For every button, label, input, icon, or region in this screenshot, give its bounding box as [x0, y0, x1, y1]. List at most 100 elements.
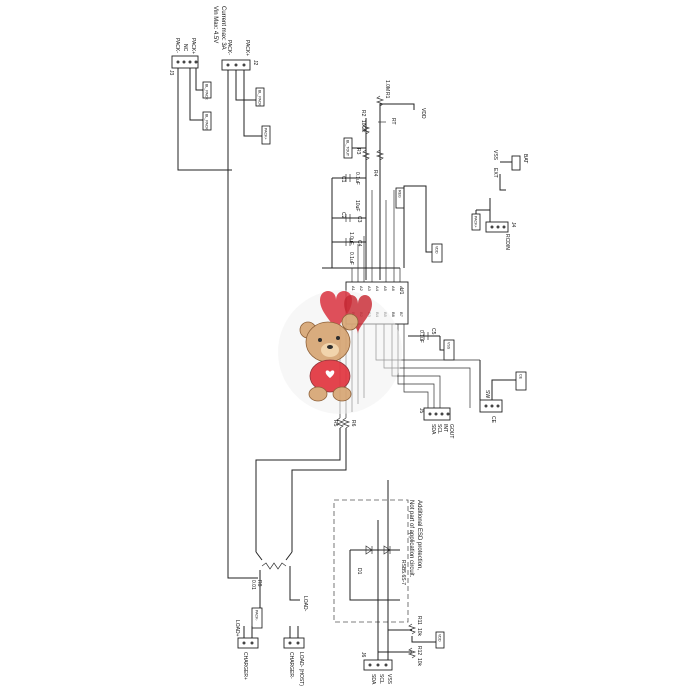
switch-sw: SW CE: [479, 390, 503, 424]
c5-label: C5: [430, 328, 436, 335]
vdd-tag: [431, 243, 443, 263]
j6-pin-label: SCL: [378, 674, 384, 684]
c2-label: C2: [340, 212, 346, 219]
vdd-tag-bottom: [435, 631, 445, 649]
ic-pin-label: B7: [399, 312, 404, 318]
vdd-tag-text: VDD: [435, 246, 439, 254]
ic-pin-label: A1: [351, 286, 356, 292]
bl-pack-tag-2: [255, 87, 265, 107]
rt-label: RT: [390, 118, 396, 125]
ic-pin-label: A4: [375, 286, 380, 292]
vdd-tag-bottom-text: VDD: [438, 634, 442, 642]
j8-pin-label: LOAD+: [234, 620, 240, 637]
ic-pin-label: A2: [359, 286, 364, 292]
connector-j9: CHARGER- LOAD- (HOST): [283, 637, 305, 686]
bl-pack-tag: [202, 81, 212, 99]
j5-pin-label: SCL: [436, 424, 442, 434]
c1-value: 0.1uF: [354, 172, 360, 185]
r8-label: R8: [256, 580, 262, 587]
j5-pin-label: GOUT: [448, 424, 454, 438]
r1-value: 1.0M: [384, 80, 390, 91]
j4-ref: J4: [510, 222, 516, 228]
bat-body: [511, 155, 521, 171]
r6-label: R6: [350, 420, 356, 427]
r2-value: 10.2k: [360, 120, 366, 133]
vdd-label: VDD: [420, 108, 426, 119]
c3-label: C3: [356, 216, 362, 223]
d1-label: D1: [356, 568, 362, 575]
j6-pin-label: VSS: [386, 674, 392, 685]
ext-label: EXT: [492, 168, 498, 178]
ic-pin-label: B6: [391, 312, 396, 318]
connector-j5: SDA SCL INT GOUT J5: [418, 407, 454, 438]
esd-note-line1: Additional ESD protection,: [416, 500, 422, 570]
current-max-text: Current max: 3A: [220, 6, 226, 50]
ic-pin-label: A5: [383, 286, 388, 292]
r3-label: R3: [355, 148, 361, 155]
sw-label: SW: [484, 390, 490, 398]
j2-pin-label: PACK-: [226, 40, 232, 55]
pack-plus-tag-text: PACK+: [264, 128, 268, 140]
vss-tag-text: VSS: [447, 342, 451, 350]
bat-label: BAT: [522, 154, 528, 163]
j3-pin-label: PACK+: [190, 38, 196, 54]
ce-label: CE: [490, 416, 496, 424]
esd-note-line2: Not part of application circuit.: [408, 500, 414, 578]
teddy-bear-heart-balloon-icon: [278, 290, 402, 414]
j3-pin-label: NC: [182, 44, 188, 52]
j9-pin-label: CHARGER-: [288, 652, 294, 679]
ce-tag-text: CE: [519, 374, 523, 380]
j6-pin-label: SDA: [370, 674, 376, 685]
j5-ref: J5: [418, 408, 424, 414]
vin-max-text: Vin Max: 4.5V: [212, 6, 218, 43]
connector-j8: LOAD+ CHARGER+: [234, 620, 259, 680]
connector-j3: PACK- NC PACK+ J3: [168, 38, 199, 76]
pack-plus-tag: [261, 125, 271, 145]
bl-pack-tag-mid-text: BL_TOUT: [346, 140, 350, 157]
c3-value: 1.0uF: [348, 232, 354, 245]
ic-pin-label: A3: [367, 286, 372, 292]
pack-minus-tag: [251, 607, 263, 629]
j2-ref: J2: [252, 60, 258, 66]
ic-ref: U1: [398, 288, 404, 295]
c2-value: 10uF: [354, 200, 360, 211]
r2-label: R2: [360, 110, 366, 117]
esd-boundary: [333, 499, 409, 623]
vss-label: VSS: [492, 150, 498, 161]
j5-pin-label: INT: [442, 424, 448, 432]
r11-label: R11: [416, 616, 422, 625]
info-block: Vin Max: 4.5V Current max: 3A: [212, 6, 226, 50]
pack-minus-tag-text: PACK-: [255, 610, 259, 622]
bl-pack-tag-text: BL_PACK: [205, 84, 209, 101]
j3-ref: J3: [168, 70, 174, 76]
bat-block: BAT VSS EXT: [492, 150, 528, 178]
r12-label: R12: [416, 646, 422, 655]
load-minus-label: LOAD-: [302, 596, 308, 612]
r8-value: 0.01: [250, 580, 256, 590]
r11-value: 10k: [416, 628, 422, 637]
connector-j2: PACK- PACK+ J2: [221, 40, 258, 71]
j9-pin-label: LOAD- (HOST): [298, 652, 304, 686]
connector-j4: RCDIN J4: [485, 221, 516, 250]
ic-pin-label: A7: [399, 286, 404, 292]
c1-label: C1: [340, 176, 346, 183]
pack-plus-tag-right-text: PACK+: [474, 216, 478, 228]
j3-pin-label: PACK-: [174, 38, 180, 53]
r5-label: R5: [332, 420, 338, 427]
pack-plus-tag-right: [471, 213, 481, 231]
d1-value: RSB5.6S-7: [400, 560, 406, 585]
ic-pin-label: A6: [391, 286, 396, 292]
r4-label: R4: [372, 170, 378, 177]
reg-tag-text: REG: [398, 190, 402, 198]
j9-body: [283, 637, 305, 649]
ce-tag: [515, 371, 527, 391]
j4-pin-label: RCDIN: [504, 234, 510, 250]
c4-value: 0.1uF: [348, 252, 354, 265]
j8-pin-label: CHARGER+: [242, 652, 248, 680]
r12-value: 10k: [416, 658, 422, 667]
j5-pin-label: SDA: [430, 424, 436, 435]
j6-ref: J6: [360, 652, 366, 658]
c4-label: C4: [356, 240, 362, 247]
bl-pack-tag-text: BL_PACK: [205, 114, 209, 131]
